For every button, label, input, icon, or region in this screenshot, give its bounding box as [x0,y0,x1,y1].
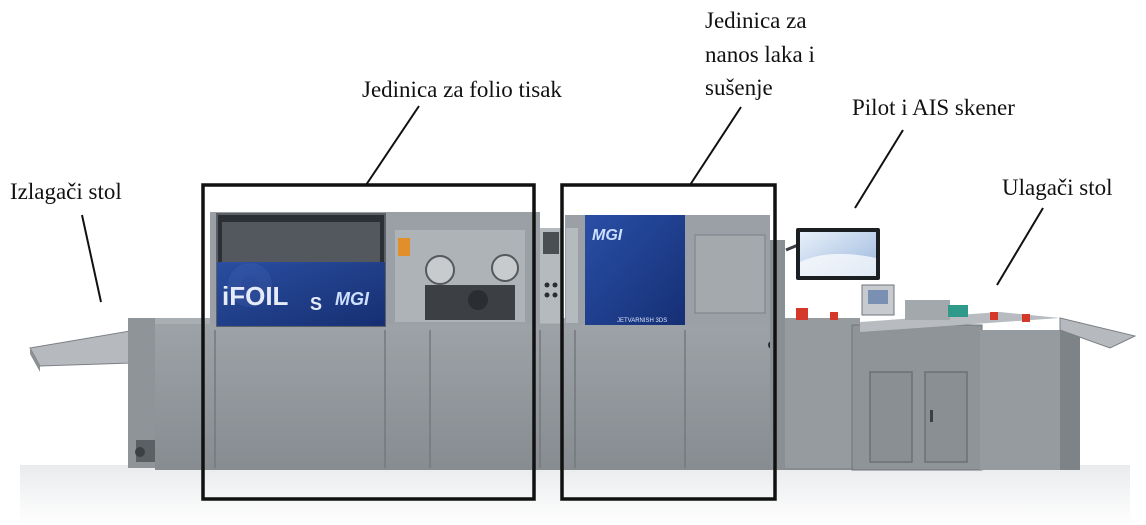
pilot-monitor [785,228,880,280]
machine-body [155,320,860,470]
varnish-unit-label-line3: sušenje [705,75,773,100]
floor-shadow [20,465,1130,525]
delivery-table-label: Izlagači stol [10,179,122,204]
varnish-unit-label-line2: nanos laka i [705,42,815,67]
ifoil-logo: iFOIL [222,281,289,311]
svg-text:JETVARNISH 3DS: JETVARNISH 3DS [617,318,667,324]
mgi-logo: MGI [592,227,623,244]
svg-text:MGI: MGI [335,289,370,309]
feeder-table-label: Ulagači stol [1002,175,1113,200]
varnish-unit-blue-panel [585,215,685,325]
foil-unit-blue-panel [217,262,385,326]
varnish-unit-label-line1: Jedinica za [705,8,807,33]
svg-text:S: S [310,294,322,314]
foil-unit-highlight-box [201,183,536,501]
pilot-scanner-label: Pilot i AIS skener [852,95,1015,120]
varnish-unit-highlight-box [560,183,777,501]
foil-unit-label: Jedinica za folio tisak [362,77,562,102]
callout-lines [81,105,1044,303]
